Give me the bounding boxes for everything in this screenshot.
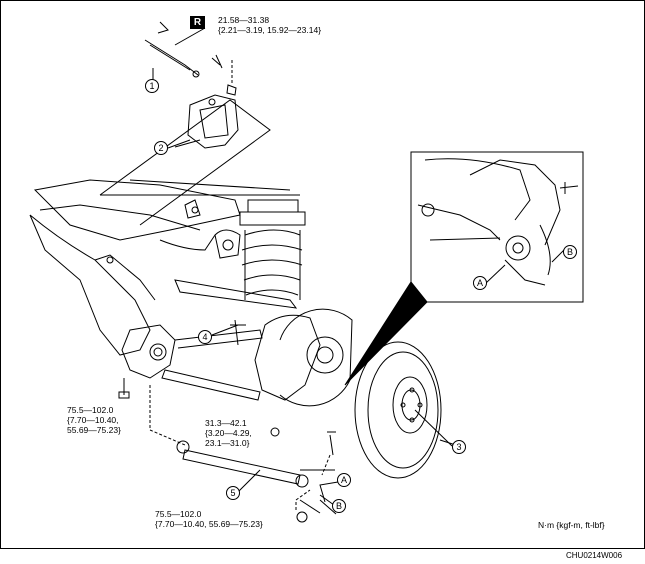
- callout-2: 2: [154, 141, 168, 155]
- letter-b-main: B: [332, 499, 346, 513]
- detail-inset: [410, 151, 584, 303]
- torque-value-alt: {7.70—10.40,: [67, 415, 119, 425]
- torque-spec-link-nut: 31.3—42.1 {3.20—4.29, 23.1—31.0}: [205, 418, 252, 448]
- torque-value-alt: 23.1—31.0}: [205, 438, 250, 448]
- coil-spring: [214, 199, 306, 300]
- callout-1: 1: [145, 79, 159, 93]
- torque-value-alt: {7.70—10.40, 55.69—75.23}: [155, 519, 263, 529]
- units-legend: N·m {kgf-m, ft-lbf}: [538, 520, 605, 530]
- letter-b-inset: B: [563, 245, 577, 259]
- guide-lines: [149, 60, 331, 510]
- torque-value: 21.58—31.38: [218, 15, 270, 25]
- torque-value-alt: 55.69—75.23}: [67, 425, 121, 435]
- torque-value: 31.3—42.1: [205, 418, 247, 428]
- inset-pointer: [344, 281, 428, 386]
- letter-a-inset: A: [473, 276, 487, 290]
- torque-value: 75.5—102.0: [155, 509, 202, 519]
- brake-disc: [354, 341, 453, 479]
- torque-spec-knuckle-bolt: 75.5—102.0 {7.70—10.40, 55.69—75.23}: [67, 405, 121, 435]
- torque-value-alt: {3.20—4.29,: [205, 428, 252, 438]
- knuckle: [121, 308, 353, 407]
- links: [161, 279, 309, 488]
- callout-5: 5: [226, 486, 240, 500]
- badge-r: R: [190, 16, 205, 29]
- figure-code: CHU0214W006: [566, 551, 623, 560]
- torque-spec-lower-link-bolt: 75.5—102.0 {7.70—10.40, 55.69—75.23}: [155, 509, 263, 529]
- torque-value: 75.5—102.0: [67, 405, 114, 415]
- bolts: [118, 84, 336, 523]
- callout-3: 3: [452, 440, 466, 454]
- callout-4: 4: [198, 330, 212, 344]
- torque-value-alt: {2.21—3.19, 15.92—23.14}: [218, 25, 322, 35]
- brake-hose: [144, 21, 223, 80]
- subframe: [29, 179, 300, 356]
- letter-a-main: A: [337, 473, 351, 487]
- torque-spec-hose-bolt: 21.58—31.38 {2.21—3.19, 15.92—23.14}: [218, 15, 321, 35]
